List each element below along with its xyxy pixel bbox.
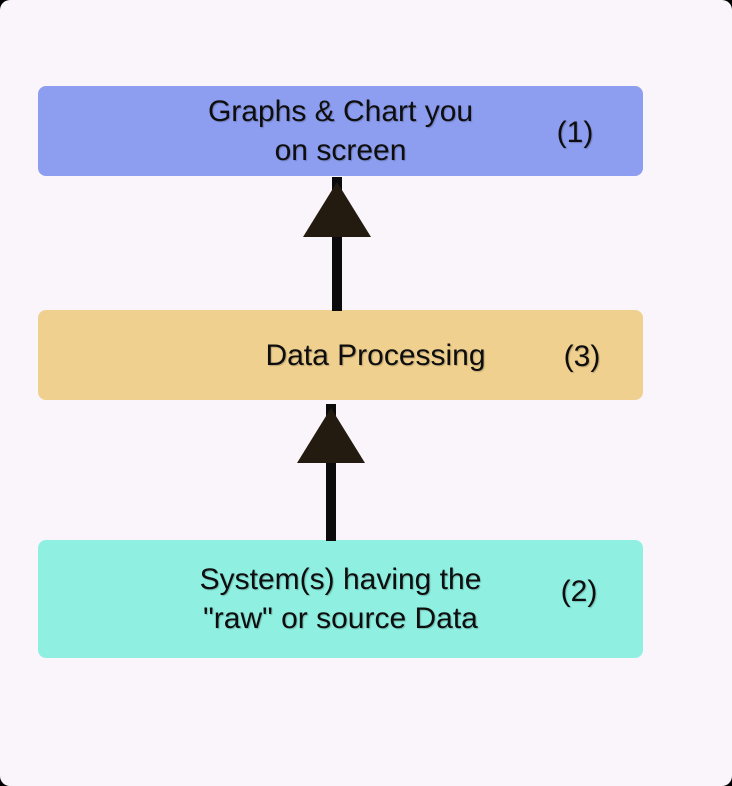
node-label-line: on screen [274,134,407,167]
node-data-processing: Data Processing (3) [38,310,643,400]
up-arrow-source-to-processing-icon [297,404,365,541]
node-label: Graphs & Chart you on screen [208,92,473,170]
node-number: (1) [556,116,594,149]
up-arrow-processing-to-screen-icon [303,177,371,311]
arrow-stem [326,404,336,541]
node-number: (2) [560,575,598,608]
node-graphs-charts: Graphs & Chart you on screen (1) [38,86,643,176]
node-label-line: "raw" or source Data [203,602,478,635]
arrow-stem [332,177,342,311]
node-label-line: Graphs & Chart you [207,95,474,128]
node-label-line: System(s) having the [199,563,482,596]
node-source-systems: System(s) having the "raw" or source Dat… [38,540,643,658]
arrow-head [303,182,371,237]
node-label: System(s) having the "raw" or source Dat… [200,560,482,638]
node-label: Data Processing [195,336,485,375]
arrow-head [297,408,365,463]
node-label-line: Data Processing [265,338,486,372]
node-number: (3) [563,340,601,373]
